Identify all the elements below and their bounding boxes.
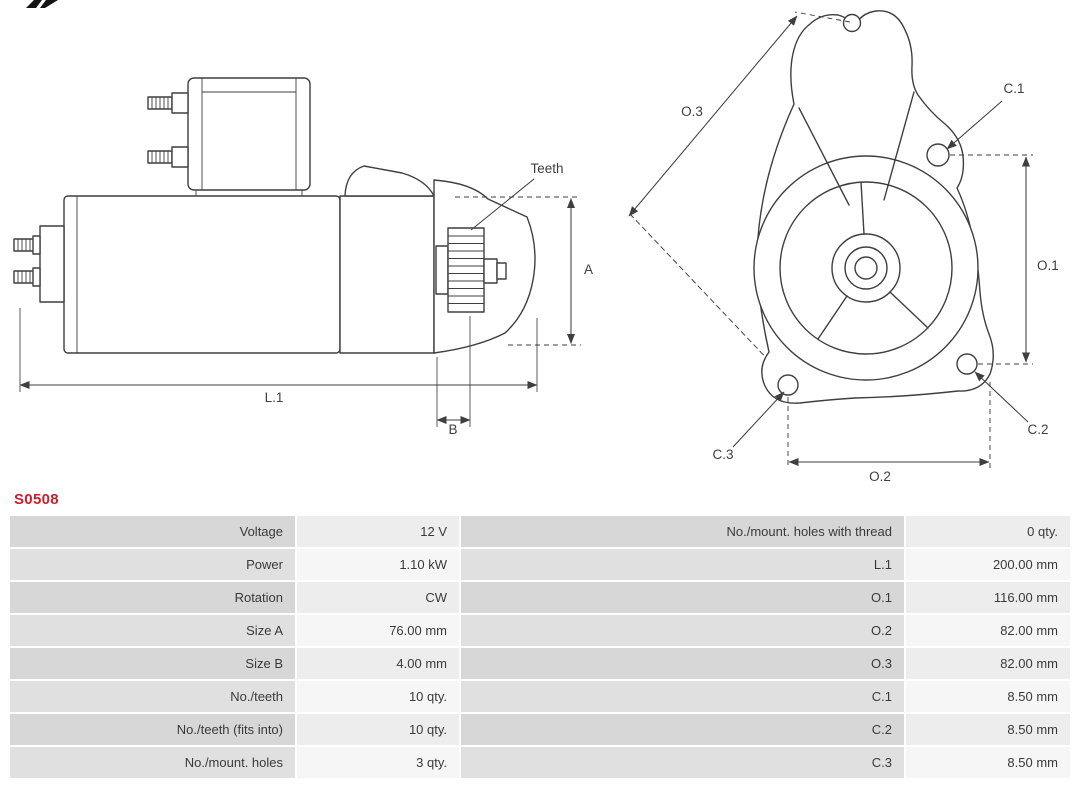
- spec-label: No./mount. holes with thread: [461, 516, 904, 547]
- teeth-label: Teeth: [530, 161, 563, 176]
- spec-label: L.1: [461, 549, 904, 580]
- front-view-dimensions: O.3 O.1 O.2 C.1 C.3 C.2: [628, 11, 1059, 484]
- spec-value: 3 qty.: [297, 747, 459, 778]
- dim-label-o3: O.3: [681, 104, 703, 119]
- technical-diagram: Teeth A L.1 B: [13, 0, 1059, 484]
- spec-value: 1.10 kW: [297, 549, 459, 580]
- dim-label-o2: O.2: [869, 469, 891, 484]
- table-row: No./teeth 10 qty. C.1 8.50 mm: [10, 681, 1070, 712]
- spec-label: Size B: [10, 648, 295, 679]
- dim-label-c2: C.2: [1027, 422, 1048, 437]
- spec-value: 116.00 mm: [906, 582, 1070, 613]
- table-row: Size A 76.00 mm O.2 82.00 mm: [10, 615, 1070, 646]
- spec-value: 12 V: [297, 516, 459, 547]
- spec-label: No./mount. holes: [10, 747, 295, 778]
- c1-leader-line: [946, 100, 1003, 150]
- spec-label: Power: [10, 549, 295, 580]
- part-number: S0508: [14, 491, 59, 508]
- table-row: Size B 4.00 mm O.3 82.00 mm: [10, 648, 1070, 679]
- spec-label: Size A: [10, 615, 295, 646]
- spec-label: No./teeth (fits into): [10, 714, 295, 745]
- spec-label: Rotation: [10, 582, 295, 613]
- side-view-drawing: [13, 77, 536, 354]
- spec-value: 8.50 mm: [906, 747, 1070, 778]
- spec-label: C.2: [461, 714, 904, 745]
- table-row: Voltage 12 V No./mount. holes with threa…: [10, 516, 1070, 547]
- spec-value: 82.00 mm: [906, 615, 1070, 646]
- spec-value: 8.50 mm: [906, 714, 1070, 745]
- side-view-dimensions: Teeth A L.1 B: [19, 161, 593, 437]
- c2-leader-line: [974, 371, 1029, 423]
- spec-value: 4.00 mm: [297, 648, 459, 679]
- spec-value: 200.00 mm: [906, 549, 1070, 580]
- dim-line-o3: [628, 15, 798, 217]
- teeth-leader-line: [470, 178, 535, 231]
- mount-hole-c3: [777, 374, 799, 396]
- spec-label: C.3: [461, 747, 904, 778]
- mount-hole-c2: [956, 353, 978, 375]
- spec-value: 82.00 mm: [906, 648, 1070, 679]
- spec-label: O.1: [461, 582, 904, 613]
- spec-label: No./teeth: [10, 681, 295, 712]
- c3-leader-line: [732, 391, 785, 448]
- spec-label: C.1: [461, 681, 904, 712]
- dim-label-c3: C.3: [712, 447, 733, 462]
- top-mount-hole: [842, 13, 862, 33]
- front-view-drawing: [629, 10, 994, 404]
- starter-motor-drawing: Teeth A L.1 B: [13, 0, 1059, 484]
- spec-value: 10 qty.: [297, 681, 459, 712]
- spec-table: Voltage 12 V No./mount. holes with threa…: [10, 516, 1070, 778]
- table-row: Power 1.10 kW L.1 200.00 mm: [10, 549, 1070, 580]
- table-row: Rotation CW O.1 116.00 mm: [10, 582, 1070, 613]
- dim-label-l1: L.1: [265, 390, 284, 405]
- spec-label: O.3: [461, 648, 904, 679]
- dim-label-o1: O.1: [1037, 258, 1059, 273]
- as-logo-watermark: [26, 0, 58, 8]
- spec-value: 8.50 mm: [906, 681, 1070, 712]
- table-row: No./mount. holes 3 qty. C.3 8.50 mm: [10, 747, 1070, 778]
- dim-label-b: B: [448, 422, 457, 437]
- dim-label-a: A: [584, 262, 593, 277]
- spec-value: CW: [297, 582, 459, 613]
- spec-value: 76.00 mm: [297, 615, 459, 646]
- spec-value: 10 qty.: [297, 714, 459, 745]
- dim-label-c1: C.1: [1003, 81, 1024, 96]
- table-row: No./teeth (fits into) 10 qty. C.2 8.50 m…: [10, 714, 1070, 745]
- mount-hole-c1: [926, 143, 950, 167]
- spec-label: Voltage: [10, 516, 295, 547]
- spec-label: O.2: [461, 615, 904, 646]
- spec-value: 0 qty.: [906, 516, 1070, 547]
